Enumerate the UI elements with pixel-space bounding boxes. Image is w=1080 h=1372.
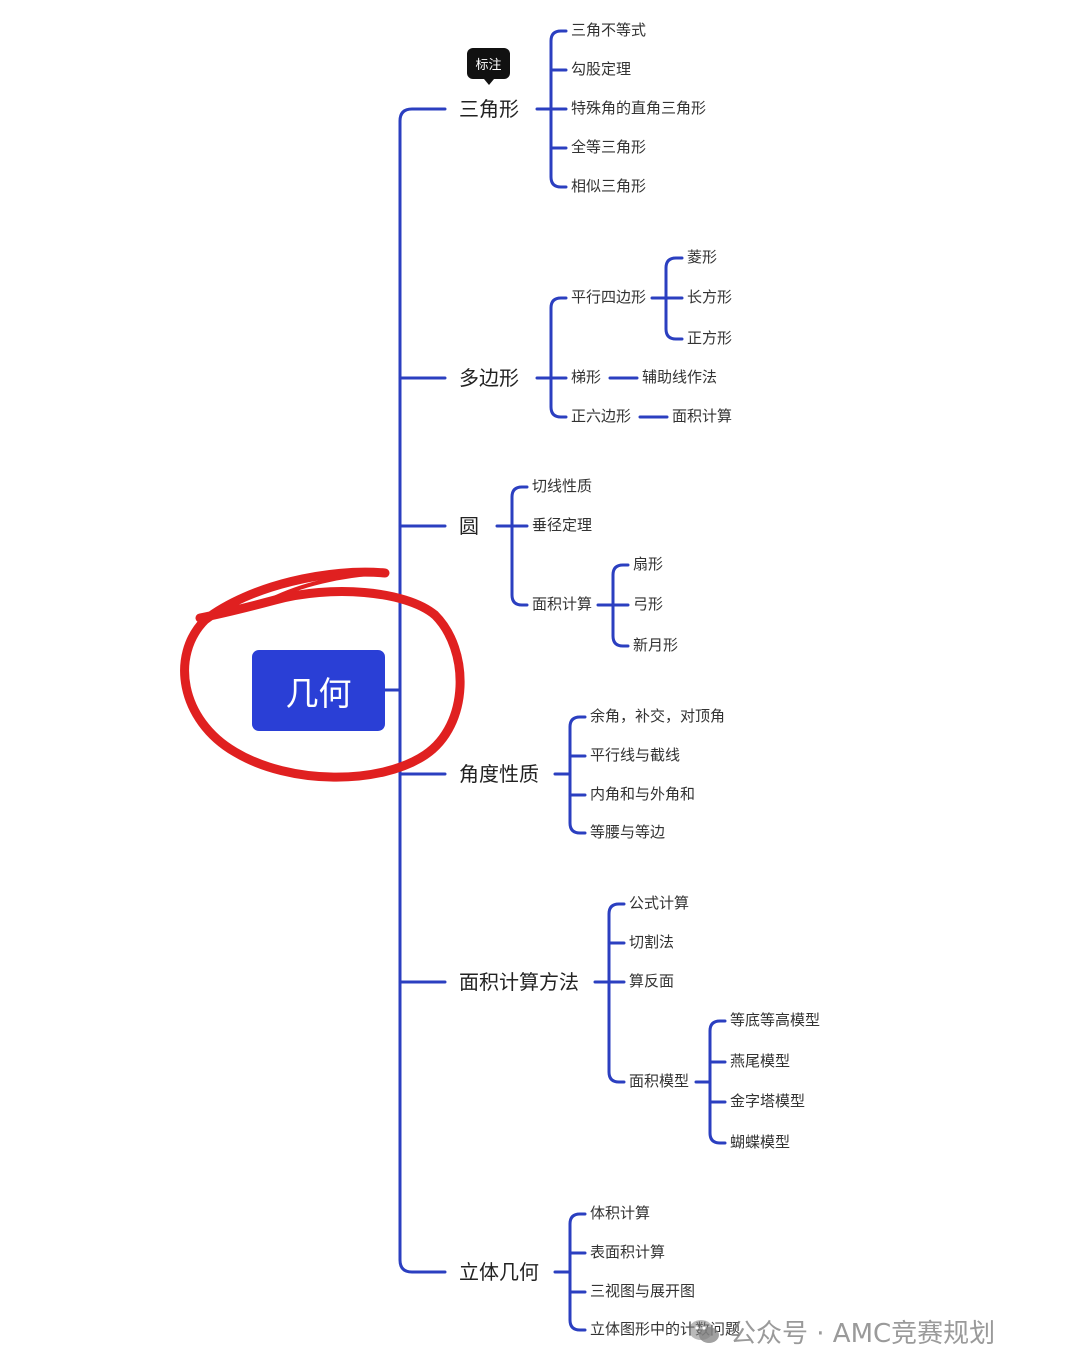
- branch-angle[interactable]: 角度性质: [459, 762, 539, 786]
- topic-node[interactable]: 平行四边形: [571, 288, 647, 306]
- root-node[interactable]: 几何: [252, 650, 385, 731]
- topic-node[interactable]: 等腰与等边: [590, 823, 666, 841]
- topic-node[interactable]: 切割法: [629, 933, 675, 951]
- wechat-icon: [689, 1319, 719, 1343]
- branch-polygon[interactable]: 多边形: [459, 366, 519, 390]
- topic-node[interactable]: 平行线与截线: [590, 746, 681, 764]
- topic-node[interactable]: 全等三角形: [571, 138, 647, 156]
- topic-node[interactable]: 正六边形: [571, 407, 632, 425]
- topic-node[interactable]: 正方形: [687, 329, 733, 347]
- topic-node[interactable]: 菱形: [687, 248, 718, 266]
- topic-node[interactable]: 特殊角的直角三角形: [571, 99, 707, 117]
- topic-node[interactable]: 新月形: [633, 636, 679, 654]
- topic-node[interactable]: 金字塔模型: [730, 1092, 806, 1110]
- topic-node[interactable]: 长方形: [687, 288, 733, 306]
- topic-node[interactable]: 扇形: [633, 555, 664, 573]
- topic-node[interactable]: 公式计算: [629, 894, 690, 912]
- watermark-text: 公众号 · AMC竞赛规划: [730, 1319, 996, 1349]
- topic-node[interactable]: 燕尾模型: [730, 1052, 791, 1070]
- topic-node[interactable]: 切线性质: [532, 477, 593, 495]
- topic-node[interactable]: 相似三角形: [571, 177, 647, 195]
- branch-solid[interactable]: 立体几何: [459, 1260, 539, 1284]
- watermark: 公众号 · AMC竞赛规划: [688, 1313, 995, 1350]
- topic-node[interactable]: 蝴蝶模型: [730, 1133, 791, 1151]
- topic-node[interactable]: 余角，补交，对顶角: [590, 707, 726, 725]
- topic-node[interactable]: 体积计算: [590, 1204, 651, 1222]
- topic-node[interactable]: 表面积计算: [590, 1243, 666, 1261]
- topic-node[interactable]: 算反面: [629, 972, 675, 990]
- branch-area-method[interactable]: 面积计算方法: [459, 970, 579, 994]
- topic-node[interactable]: 梯形: [571, 368, 602, 386]
- branch-circle[interactable]: 圆: [459, 514, 479, 538]
- topic-node[interactable]: 垂径定理: [532, 516, 593, 534]
- topic-node[interactable]: 勾股定理: [571, 60, 632, 78]
- topic-node[interactable]: 三视图与展开图: [590, 1282, 696, 1300]
- annotation-tag[interactable]: 标注: [467, 48, 510, 85]
- topic-node[interactable]: 面积模型: [629, 1072, 690, 1090]
- topic-node[interactable]: 三角不等式: [571, 21, 647, 39]
- topic-node[interactable]: 弓形: [633, 595, 664, 613]
- topic-node[interactable]: 面积计算: [532, 595, 593, 613]
- topic-node[interactable]: 面积计算: [672, 407, 733, 425]
- topic-node[interactable]: 辅助线作法: [642, 368, 718, 386]
- topic-node[interactable]: 等底等高模型: [730, 1011, 821, 1029]
- branch-triangle[interactable]: 三角形: [459, 97, 519, 121]
- topic-node[interactable]: 内角和与外角和: [590, 785, 696, 803]
